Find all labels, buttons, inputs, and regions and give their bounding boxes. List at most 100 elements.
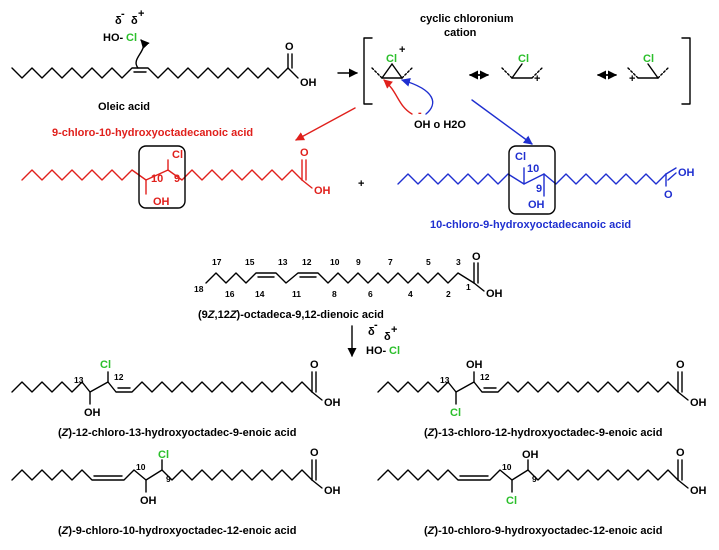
oleic-oh-label: OH — [300, 77, 317, 89]
reagent-ho: HO- — [103, 32, 124, 44]
reagent-hocl-bottom: δ - δ + HO- Cl — [366, 319, 400, 357]
p4-oh: OH — [690, 485, 707, 497]
red-cl-label: Cl — [172, 149, 183, 161]
blue-number-10: 10 — [527, 163, 539, 175]
red-number-9: 9 — [174, 173, 180, 185]
product-12-chloro-13-hydroxy: Cl OH 13 12 O OH (Z)-12-chloro-13-hydrox… — [11, 359, 341, 439]
cation-plus-1: + — [399, 44, 405, 56]
svg-text:Cl: Cl — [389, 345, 400, 357]
p1-o: O — [310, 359, 319, 371]
blue-oh-label: OH — [528, 199, 545, 211]
blue-cl-label: Cl — [515, 151, 526, 163]
p2-name: (Z)-13-chloro-12-hydroxyoctadec-9-enoic … — [424, 427, 662, 439]
p3-bottom: OH — [140, 495, 157, 507]
cation-cl-1: Cl — [386, 53, 397, 65]
carbon-number: 13 — [278, 257, 288, 267]
carbon-number: 5 — [426, 257, 431, 267]
oleic-acid-structure: O OH Oleic acid — [11, 41, 317, 113]
cation-title-line2: cation — [444, 27, 477, 39]
p3-name: (Z)-9-chloro-10-hydroxyoctadec-12-enoic … — [58, 525, 296, 537]
p1-oh: OH — [324, 397, 341, 409]
carbon-number: 12 — [302, 257, 312, 267]
blue-chain — [397, 173, 667, 185]
cation-title-line1: cyclic chloronium — [420, 13, 514, 25]
carbon-number: 8 — [332, 289, 337, 299]
p2-o: O — [676, 359, 685, 371]
blue-product-name: 10-chloro-9-hydroxyoctadecanoic acid — [430, 219, 631, 231]
reagent-delta-minus: δ — [115, 15, 122, 27]
p1-number-left: 13 — [74, 375, 84, 385]
carbon-number: 9 — [356, 257, 361, 267]
linoleic-acid-name: (9Z,12Z)-octadeca-9,12-dienoic acid — [198, 309, 384, 321]
oleic-chain — [11, 67, 289, 79]
product-10-chloro-9-hydroxy: OH Cl 10 9 O OH (Z)-10-chloro-9-hydroxyo… — [377, 447, 707, 537]
cyclic-chloronium-cation: cyclic chloronium cation Cl + Cl + — [363, 13, 691, 131]
cation-plus-2: + — [534, 73, 540, 85]
cation-structure-1: Cl + — [371, 44, 413, 79]
p2-number-right: 12 — [480, 372, 490, 382]
reagent-hocl-top: δ - δ + HO- Cl — [103, 8, 150, 69]
svg-text:δ: δ — [368, 326, 375, 338]
p4-bottom: Cl — [506, 495, 517, 507]
linoleic-acid-structure: O OH 17 15 13 12 10 9 7 5 3 18 16 14 11 … — [194, 251, 503, 321]
p3-number-left: 10 — [136, 462, 146, 472]
carbon-number: 14 — [255, 289, 265, 299]
red-cooh-oh: OH — [314, 185, 331, 197]
product-9-chloro-10-hydroxy: Cl OH 10 9 O OH (Z)-9-chloro-10-hydroxyo… — [11, 447, 341, 537]
linoleic-oh: OH — [486, 288, 503, 300]
electron-arrow-top — [135, 39, 150, 69]
oleic-acid-name: Oleic acid — [98, 101, 150, 113]
blue-attack-arrow — [401, 77, 434, 115]
reagent-delta-plus: δ — [131, 15, 138, 27]
p1-name: (Z)-12-chloro-13-hydroxyoctadec-9-enoic … — [58, 427, 296, 439]
blue-product-arrow — [471, 99, 533, 145]
reagent-minus: - — [121, 8, 125, 20]
blue-cooh-o: O — [664, 189, 673, 201]
svg-text:HO-: HO- — [366, 345, 387, 357]
cation-cl-3: Cl — [643, 53, 654, 65]
p2-bottom: Cl — [450, 407, 461, 419]
carbon-number: 1 — [466, 282, 471, 292]
carbon-number: 16 — [225, 289, 235, 299]
reagent-plus: + — [138, 8, 144, 20]
p4-o: O — [676, 447, 685, 459]
blue-highlight-box — [508, 145, 556, 215]
carbon-number: 10 — [330, 257, 340, 267]
red-cooh-o: O — [300, 147, 309, 159]
carbon-number: 3 — [456, 257, 461, 267]
oleic-oh-bond — [287, 67, 299, 79]
red-product-name: 9-chloro-10-hydroxyoctadecanoic acid — [52, 127, 253, 139]
carbon-number: 4 — [408, 289, 413, 299]
bracket-left — [363, 37, 373, 105]
linoleic-chain — [205, 272, 475, 284]
p3-top: Cl — [158, 449, 169, 461]
p4-name: (Z)-10-chloro-9-hydroxyoctadec-12-enoic … — [424, 525, 662, 537]
svg-text:+: + — [391, 324, 397, 336]
blue-product-structure: Cl OH 9 10 OH O — [397, 145, 695, 215]
blue-cooh-oh: OH — [678, 167, 695, 179]
p3-number-right: 9 — [166, 474, 171, 484]
p3-o: O — [310, 447, 319, 459]
cation-cl-2: Cl — [518, 53, 529, 65]
plus-sign: + — [358, 178, 364, 190]
cation-structure-3: Cl + — [627, 53, 669, 85]
p1-top: Cl — [100, 359, 111, 371]
p2-oh: OH — [690, 397, 707, 409]
oleic-o-label: O — [285, 41, 294, 53]
carbon-number: 18 — [194, 284, 204, 294]
carbon-number: 7 — [388, 257, 393, 267]
svg-text:δ: δ — [384, 331, 391, 343]
carbon-number: 6 — [368, 289, 373, 299]
p1-number-right: 12 — [114, 372, 124, 382]
blue-number-9: 9 — [536, 183, 542, 195]
p4-top: OH — [522, 449, 539, 461]
red-number-10: 10 — [151, 173, 163, 185]
cation-structure-2: Cl + — [501, 53, 543, 85]
p1-bottom: OH — [84, 407, 101, 419]
cation-plus-3: + — [629, 73, 635, 85]
p4-number-left: 10 — [502, 462, 512, 472]
red-product-arrow — [295, 107, 356, 141]
reagent-cl: Cl — [126, 32, 137, 44]
red-highlight-box — [138, 145, 186, 209]
